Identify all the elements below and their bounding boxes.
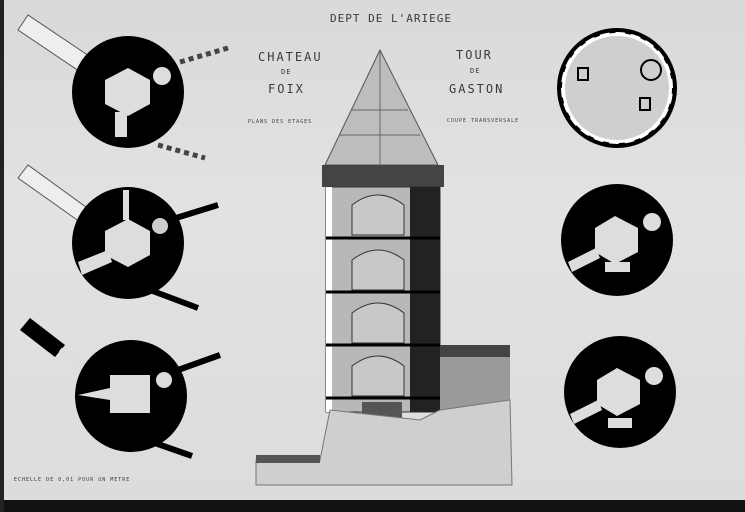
scale-caption: ECHELLE DE 0,01 POUR UN METRE xyxy=(14,477,131,483)
title-right-line3: GASTON xyxy=(449,82,505,96)
title-left-line3: FOIX xyxy=(268,82,305,96)
floor-plan-1 xyxy=(17,14,229,161)
title-right-line1: TOUR xyxy=(456,48,493,62)
floor-plan-4 xyxy=(561,184,673,296)
title-right-subtitle: COUPE TRANSVERSALE xyxy=(447,118,520,124)
title-left-line2: DE xyxy=(281,68,292,76)
floor-plan-5 xyxy=(564,336,676,448)
floor-plan-3 xyxy=(20,318,222,459)
department-heading: DEPT DE L'ARIEGE xyxy=(330,12,452,25)
title-right-line2: DE xyxy=(470,67,481,75)
roof-plan xyxy=(557,28,677,148)
title-left-subtitle: PLANS DES ETAGES xyxy=(248,119,313,125)
tower-cross-section xyxy=(255,48,513,486)
title-left-line1: CHATEAU xyxy=(258,50,323,64)
floor-plan-2 xyxy=(17,164,219,311)
